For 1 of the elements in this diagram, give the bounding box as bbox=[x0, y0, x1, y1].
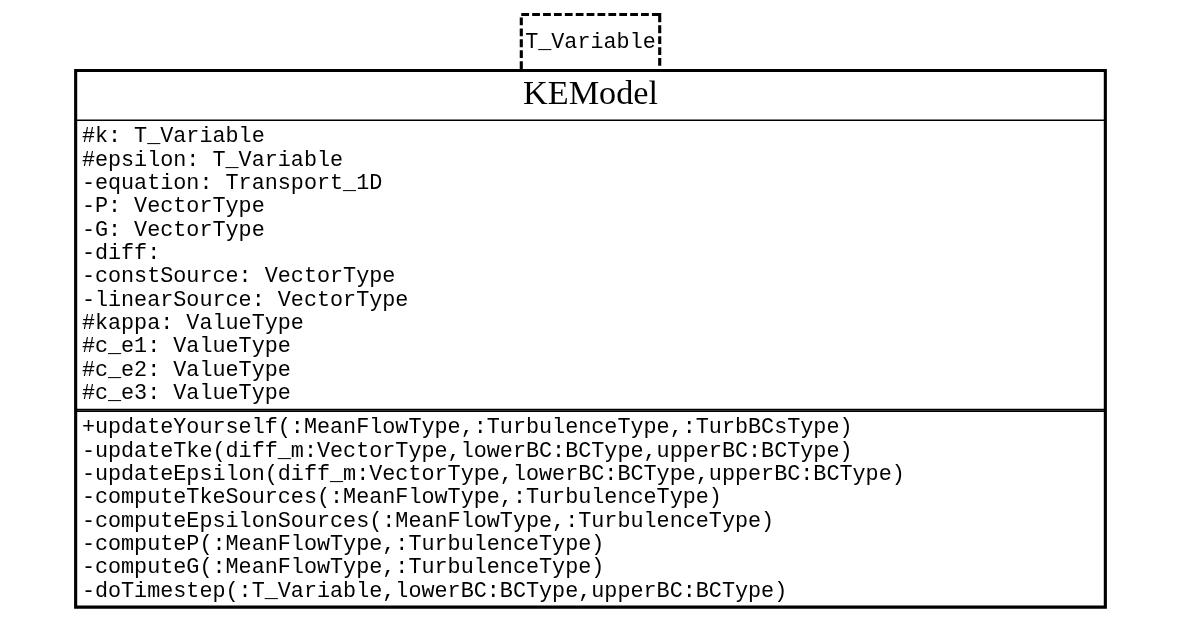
node-box: #k: T_Variable #epsilon: T_Variable -equation: Transport_1D -P: VectorType -G: VectorType -diff: -constSource: VectorType -linearSource: VectorType #kappa: ValueType #c_e1: ValueType #c_e2: ValueType #c_e3: ValueType bbox=[74, 119, 1106, 411]
